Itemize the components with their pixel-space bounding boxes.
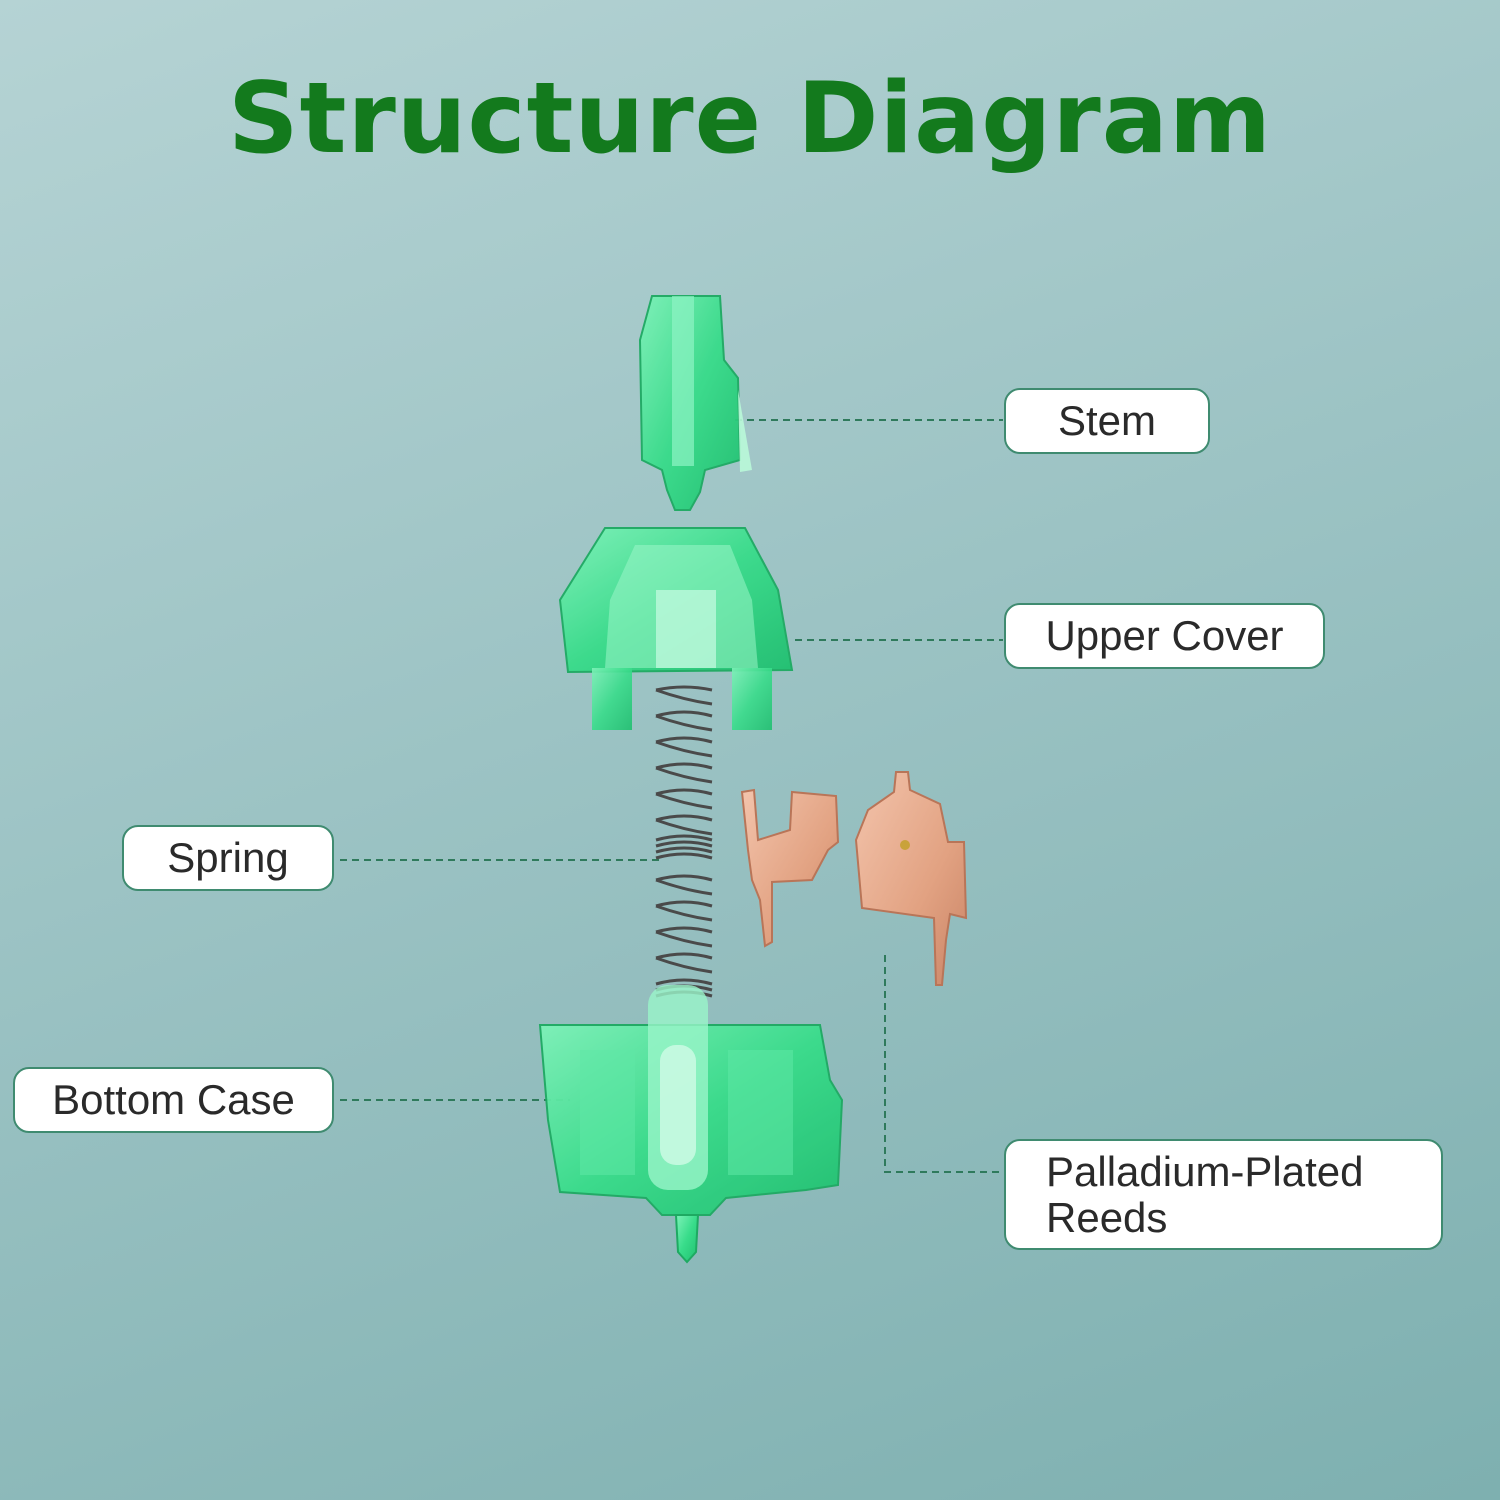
spring-label: Spring <box>122 825 334 891</box>
upper-cover-label: Upper Cover <box>1004 603 1325 669</box>
reeds-leader-line <box>884 955 1003 1173</box>
bottom-case-label: Bottom Case <box>13 1067 334 1133</box>
page-title: Structure Diagram <box>228 62 1272 176</box>
palladium-reeds-label: Palladium-Plated Reeds <box>1004 1139 1443 1250</box>
palladium-reeds-label-line-2: Reeds <box>1046 1193 1168 1241</box>
palladium-reeds-label-line-1: Palladium-Plated <box>1046 1147 1364 1195</box>
spring-part <box>655 685 713 998</box>
leader-lines <box>340 419 1003 1173</box>
stem-label: Stem <box>1004 388 1210 454</box>
palladium-reeds-part <box>740 771 968 986</box>
upper-cover-part <box>558 527 794 730</box>
stem-part <box>638 295 752 511</box>
bottom-case-part <box>538 985 844 1264</box>
